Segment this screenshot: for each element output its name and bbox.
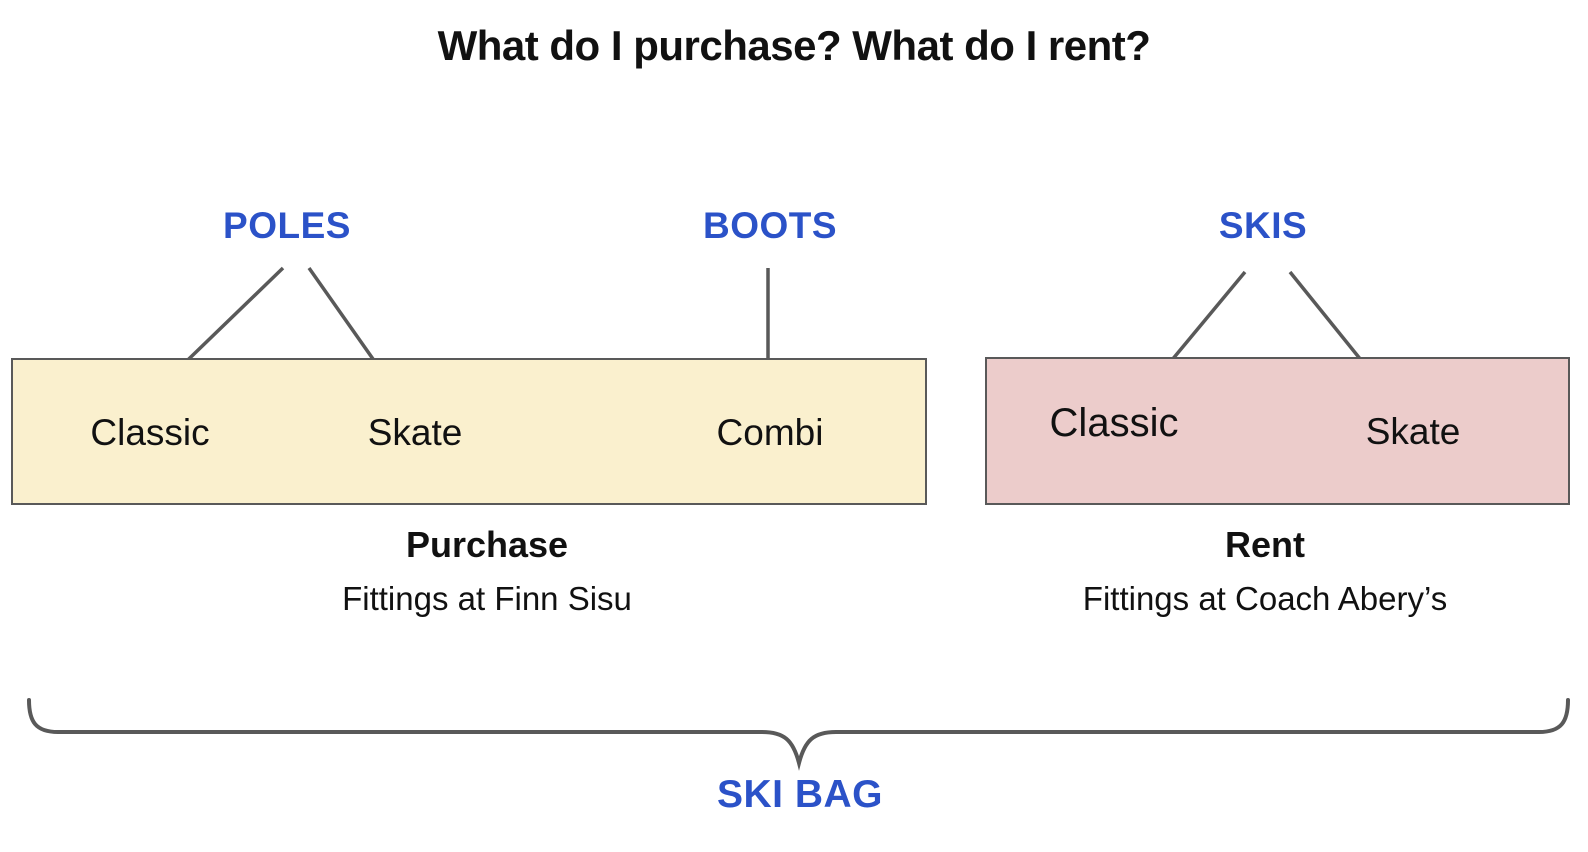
purchase-item-classic: Classic [90,412,210,453]
purchase-item-combi: Combi [716,412,824,453]
purchase-box: Classic Skate Combi [11,358,927,505]
rent-item-classic: Classic [1049,401,1179,445]
ski-bag-label: SKI BAG [716,773,884,816]
purchase-item-skate: Skate [367,412,463,453]
category-label-boots: BOOTS [702,205,838,246]
rent-box: Classic Skate [985,357,1570,505]
purchase-caption-title: Purchase [405,524,569,565]
rent-caption-subtitle: Fittings at Coach Abery’s [1082,580,1448,617]
category-label-skis: SKIS [1218,205,1308,246]
rent-item-skate: Skate [1365,411,1461,452]
diagram-title: What do I purchase? What do I rent? [437,22,1151,69]
rent-caption-title: Rent [1225,524,1305,565]
category-label-poles: POLES [223,205,351,246]
purchase-caption-subtitle: Fittings at Finn Sisu [342,580,632,617]
ski-bag-brace [27,698,1570,771]
